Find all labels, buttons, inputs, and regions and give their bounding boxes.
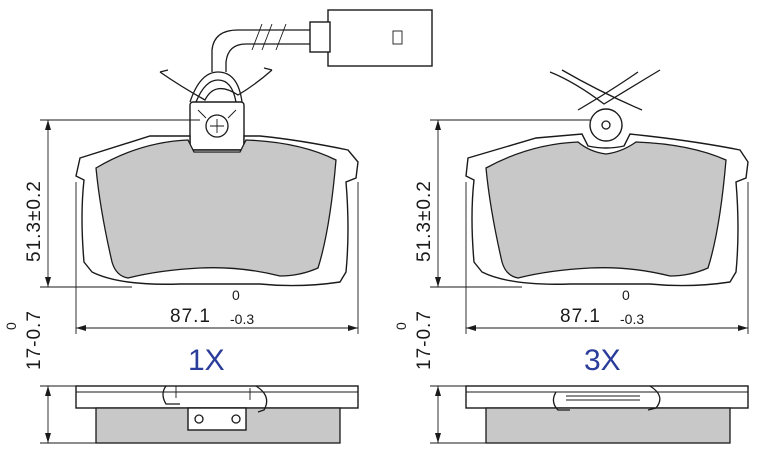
left-friction-pad: [95, 139, 337, 279]
left-height-tolerance: ±0.2: [24, 180, 45, 221]
right-spring-clip: [549, 69, 661, 142]
right-width-upper-tol: 0: [622, 287, 630, 303]
right-width-lower-tol: -0.3: [620, 311, 644, 327]
right-boss: [589, 108, 623, 142]
left-side-view: [75, 385, 359, 444]
right-side-clip: [552, 385, 661, 411]
left-width-value: 87.1: [170, 306, 211, 327]
right-thickness-value: 17: [414, 347, 435, 370]
left-height-value: 51.3: [24, 221, 45, 262]
left-thickness-value: 17: [24, 347, 45, 370]
right-quantity-label: 3X: [584, 344, 621, 377]
sensor-cable-bottom: [225, 43, 310, 72]
sensor-cable-top: [211, 29, 310, 72]
sensor-connector-slot: [392, 30, 403, 45]
left-width-lower-tol: -0.3: [230, 311, 254, 327]
right-height-value: 51.3: [414, 221, 435, 262]
right-height-dimension: 51.3±0.2: [414, 119, 590, 288]
left-wear-sensor: [159, 9, 433, 151]
right-thickness-upper-tol: 0: [393, 322, 409, 330]
right-friction-pad: [485, 141, 727, 279]
left-height-dimension: 51.3±0.2: [24, 119, 200, 288]
right-side-backing-plate: [465, 385, 749, 409]
left-thickness-upper-tol: 0: [3, 322, 19, 330]
sensor-connector: [327, 9, 433, 67]
right-side-friction-pad: [485, 407, 731, 444]
svg-text:51.3±0.2: 51.3±0.2: [24, 180, 45, 262]
left-width-upper-tol: 0: [232, 287, 240, 303]
svg-text:51.3±0.2: 51.3±0.2: [414, 180, 435, 262]
sensor-connector-collar: [309, 21, 331, 53]
left-quantity-label: 1X: [188, 344, 225, 377]
left-width-dimension: 87.1 0 -0.3: [75, 182, 359, 334]
left-view: 51.3±0.2 87.1 0 -0.3 1X 17-0.7 0: [3, 9, 433, 444]
right-side-view: [465, 385, 749, 444]
right-height-tolerance: ±0.2: [414, 180, 435, 221]
left-thickness-lower-tol: -0.7: [24, 310, 45, 347]
spring-clip-wire: [159, 69, 273, 101]
cable-break-marks: [251, 23, 287, 51]
left-side-clip: [162, 385, 268, 413]
sensor-rivet: [205, 114, 229, 138]
right-thickness-dimension: 17-0.7 0: [393, 310, 560, 444]
svg-text:17-0.7: 17-0.7: [414, 310, 435, 370]
right-width-value: 87.1: [560, 306, 601, 327]
svg-text:17-0.7: 17-0.7: [24, 310, 45, 370]
right-thickness-lower-tol: -0.7: [414, 310, 435, 347]
right-view: 51.3±0.2 87.1 0 -0.3 3X 17-0.7 0: [393, 69, 749, 444]
left-side-sensor: [187, 407, 247, 431]
right-width-dimension: 87.1 0 -0.3: [465, 182, 749, 334]
left-side-backing-plate: [75, 385, 359, 409]
